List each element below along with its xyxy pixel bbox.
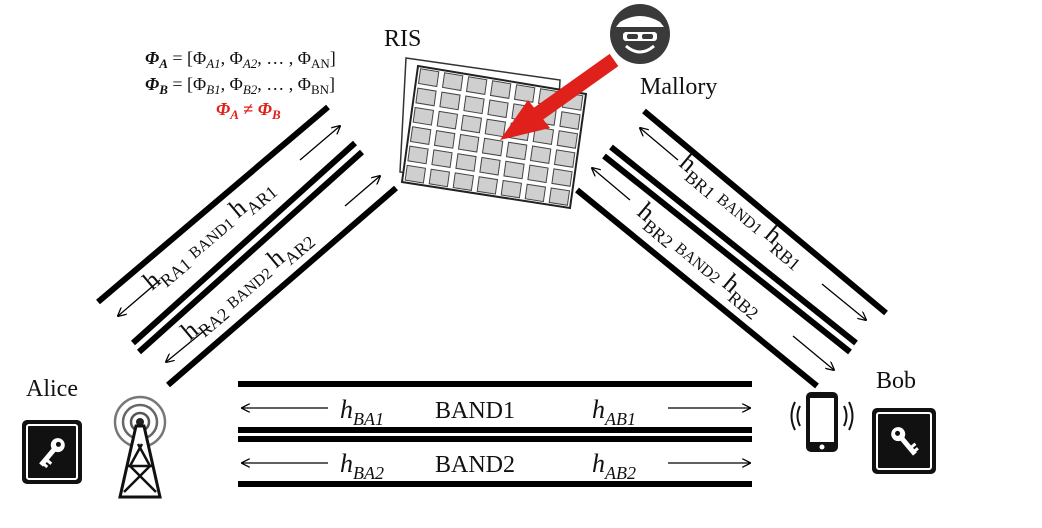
key-icon [872, 408, 936, 474]
ris-element [412, 106, 435, 126]
ris-element [513, 84, 536, 103]
right-links: hBR1BAND1hRB1 hBR2BAND2hRB2 [575, 108, 888, 389]
ris-element [407, 145, 429, 165]
bob-label: Bob [876, 368, 916, 394]
ris-element [433, 130, 456, 149]
phase-equations: ΦA = [ΦA1, ΦA2, … , ΦAN] ΦB = [ΦB1, ΦB2,… [145, 48, 336, 122]
arrow-ra2 [166, 325, 211, 362]
phase-b-equation: ΦB = [ΦB1, ΦB2, … , ΦBN] [145, 74, 335, 97]
arrow-br1 [640, 128, 679, 161]
ris-element [415, 87, 437, 107]
right-band2-line-inner [602, 153, 852, 355]
ris-panel-icon [399, 57, 588, 210]
ris-element [481, 137, 504, 157]
spy-icon [610, 4, 670, 64]
key-icon [22, 420, 82, 484]
right-band1-line-inner [609, 144, 858, 346]
ris-element [532, 126, 555, 145]
mallory-label: Mallory [640, 74, 717, 100]
arrow-rb1 [821, 283, 866, 320]
ris-element [460, 114, 483, 134]
ris-element [452, 172, 475, 191]
label-h-ba2: hBA2 [340, 449, 384, 483]
arrow-br2 [592, 168, 631, 201]
ris-element [404, 164, 427, 184]
left-band2-line-outer [166, 185, 398, 388]
ris-element [409, 126, 432, 145]
left-band2-line-inner [136, 149, 365, 355]
phase-a-equation: ΦA = [ΦA1, ΦA2, … , ΦAN] [145, 48, 336, 71]
ris-element [476, 176, 499, 195]
ris-element [524, 183, 547, 203]
ris-element [556, 130, 579, 149]
ris-element [479, 156, 501, 176]
arrow-ra1 [118, 279, 161, 316]
right-band1-line-outer [642, 108, 888, 316]
ris-element [457, 133, 480, 153]
label-h-ba1: hBA1 [340, 395, 384, 429]
ris-element [529, 145, 552, 164]
ris-element [527, 164, 549, 184]
ris-element [428, 168, 451, 188]
ris-element [484, 118, 507, 138]
ris-element [500, 179, 523, 199]
ris-element [455, 153, 477, 172]
ris-element [487, 99, 509, 119]
direct-links: hBA1 BAND1 hAB1 hBA2 BAND2 hAB2 [238, 381, 752, 487]
label-band1-direct: BAND1 [435, 398, 515, 424]
ris-element [463, 95, 485, 115]
ris-element [441, 72, 464, 92]
left-links: hRA1BAND1hAR1 hRA2BAND2hAR2 [96, 104, 398, 388]
ris-element [505, 141, 528, 161]
ris-element [559, 111, 581, 130]
label-h-ab1: hAB1 [592, 395, 636, 429]
ris-element [417, 68, 440, 88]
label-band2-direct: BAND2 [435, 452, 515, 478]
label-h-ab2: hAB2 [592, 449, 636, 483]
phase-inequality: ΦA ≠ ΦB [216, 99, 281, 122]
ris-element [431, 149, 453, 168]
ris-element [553, 149, 576, 168]
ris-element [548, 187, 571, 206]
ris-element [436, 110, 459, 130]
ris-label: RIS [384, 26, 421, 52]
attack-arrow [500, 53, 619, 140]
left-band1-line-inner [130, 140, 358, 346]
left-band1-line-outer [96, 104, 330, 305]
cell-tower-icon [113, 395, 167, 499]
ris-element [489, 80, 512, 99]
ris-element [439, 91, 461, 111]
alice-label: Alice [26, 376, 78, 402]
ris-element [551, 168, 573, 187]
right-band2-line-outer [575, 187, 819, 389]
ris-element [465, 76, 488, 95]
arrow-ar1 [299, 126, 340, 161]
smartphone-icon [790, 392, 854, 452]
arrow-rb2 [792, 335, 834, 370]
arrow-ar2 [344, 176, 380, 207]
ris-element [503, 160, 525, 180]
